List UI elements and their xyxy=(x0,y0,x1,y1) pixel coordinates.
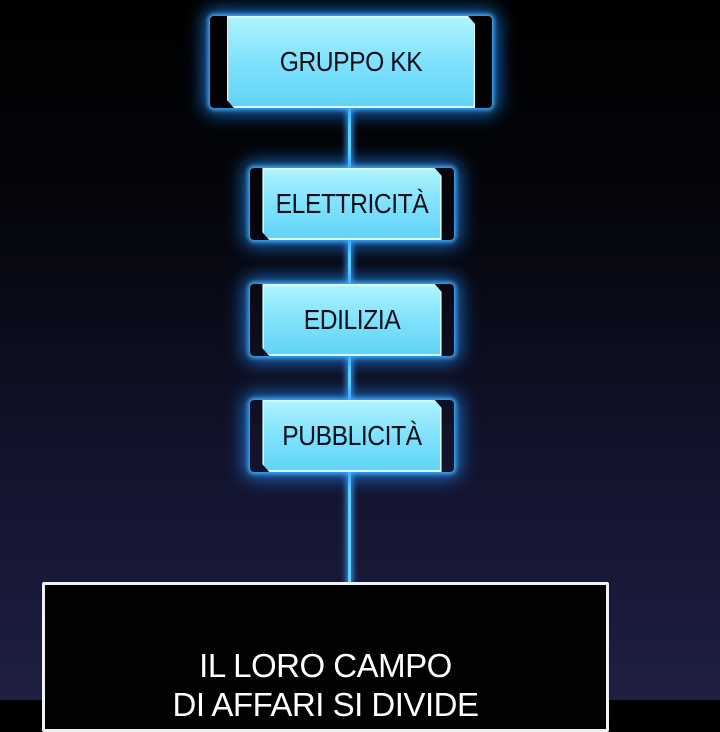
connector-construction-advertising xyxy=(348,356,351,400)
node-edilizia-label: EDILIZIA xyxy=(303,304,401,335)
node-edilizia: EDILIZIA xyxy=(262,284,442,356)
caption-box: IL LORO CAMPO DI AFFARI SI DIVIDE xyxy=(42,582,609,732)
connector-electricity-construction xyxy=(348,240,351,284)
connector-root-electricity xyxy=(348,108,351,168)
connector-advertising-caption xyxy=(348,472,351,584)
node-gruppo-kk-label: GRUPPO KK xyxy=(279,46,423,77)
node-pubblicita-label: PUBBLICITÀ xyxy=(282,420,422,451)
node-elettricita: ELETTRICITÀ xyxy=(262,168,442,240)
caption-line-2: DI AFFARI SI DIVIDE xyxy=(172,686,479,723)
node-elettricita-label: ELETTRICITÀ xyxy=(275,188,429,219)
caption-line-1: IL LORO CAMPO xyxy=(199,647,452,684)
node-gruppo-kk: GRUPPO KK xyxy=(227,16,475,108)
node-pubblicita: PUBBLICITÀ xyxy=(262,400,442,472)
